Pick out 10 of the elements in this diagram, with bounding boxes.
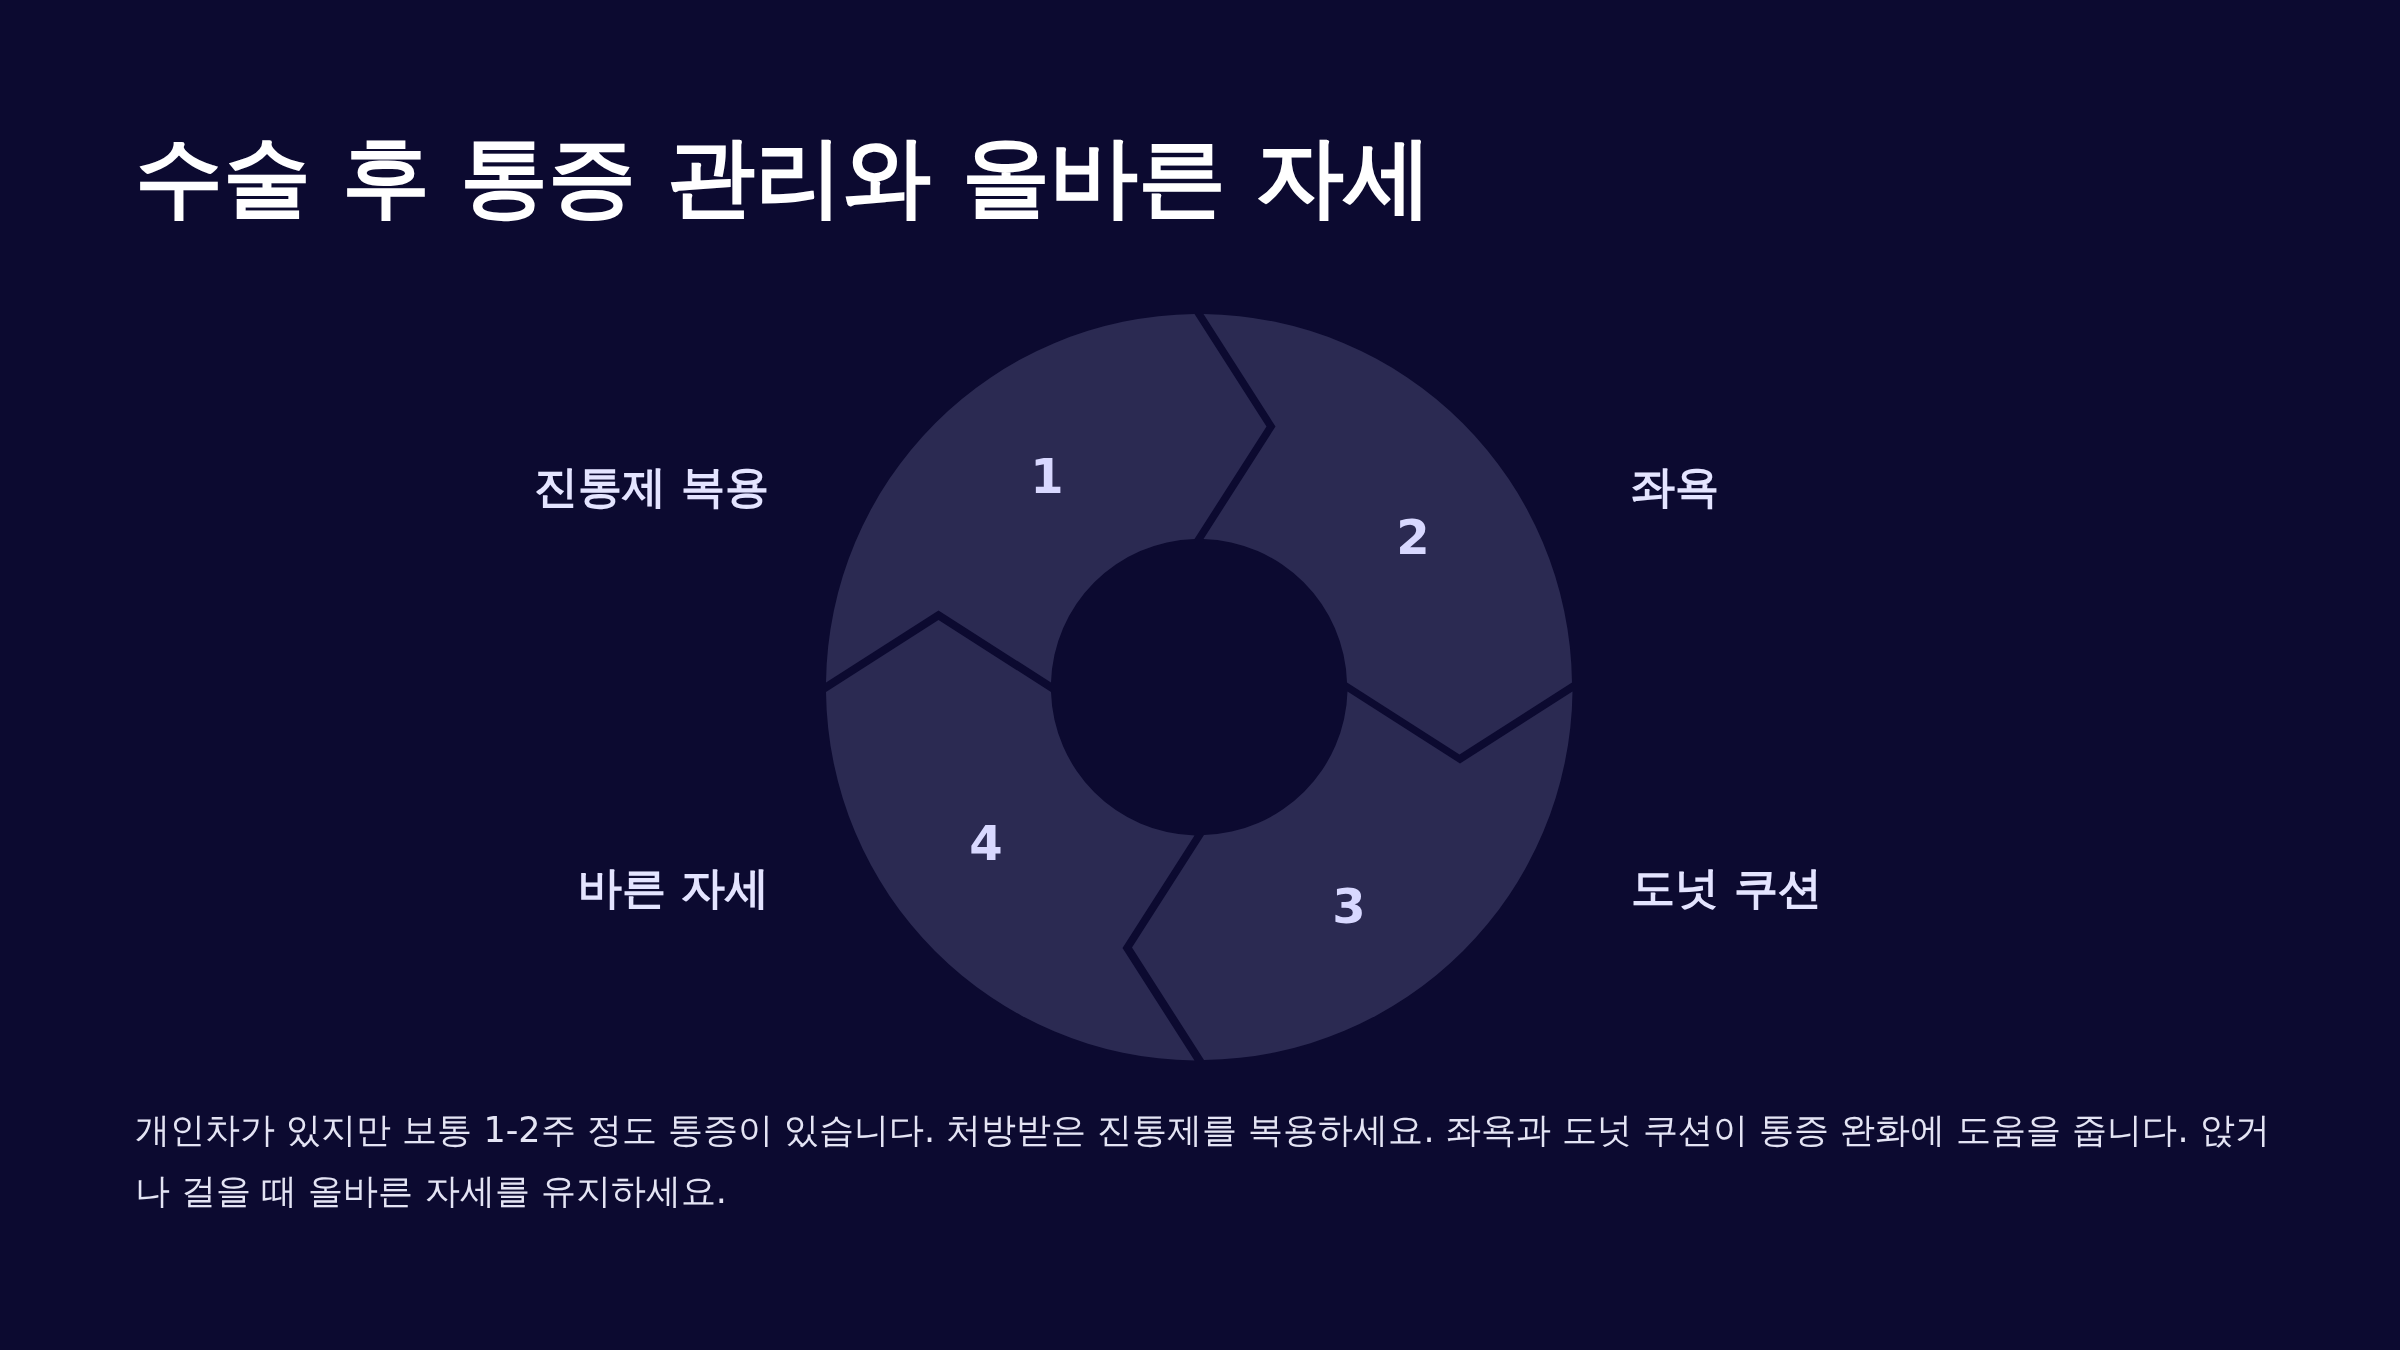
title: 수술 후 통증 관리와 올바른 자세 [135, 124, 1433, 230]
body-text: 개인차가 있지만 보통 1-2주 정도 통증이 있습니다. 처방받은 진통제를 복용하세요. 좌욕과 도넛 쿠션이 통증 완화에 도움을 줍니다. 앉거나 걸을 때 올바른 자세를 유지하세요. [135, 1109, 2271, 1213]
step-label: 진통제 복용 [533, 460, 769, 514]
step-number: 3 [1332, 878, 1366, 934]
step-number: 1 [1030, 448, 1064, 504]
step-label: 바른 자세 [577, 861, 769, 915]
step-number: 2 [1396, 509, 1430, 565]
step-label: 도넛 쿠션 [1631, 861, 1823, 915]
step-label: 좌욕 [1631, 460, 1719, 514]
step-number: 4 [969, 815, 1003, 871]
